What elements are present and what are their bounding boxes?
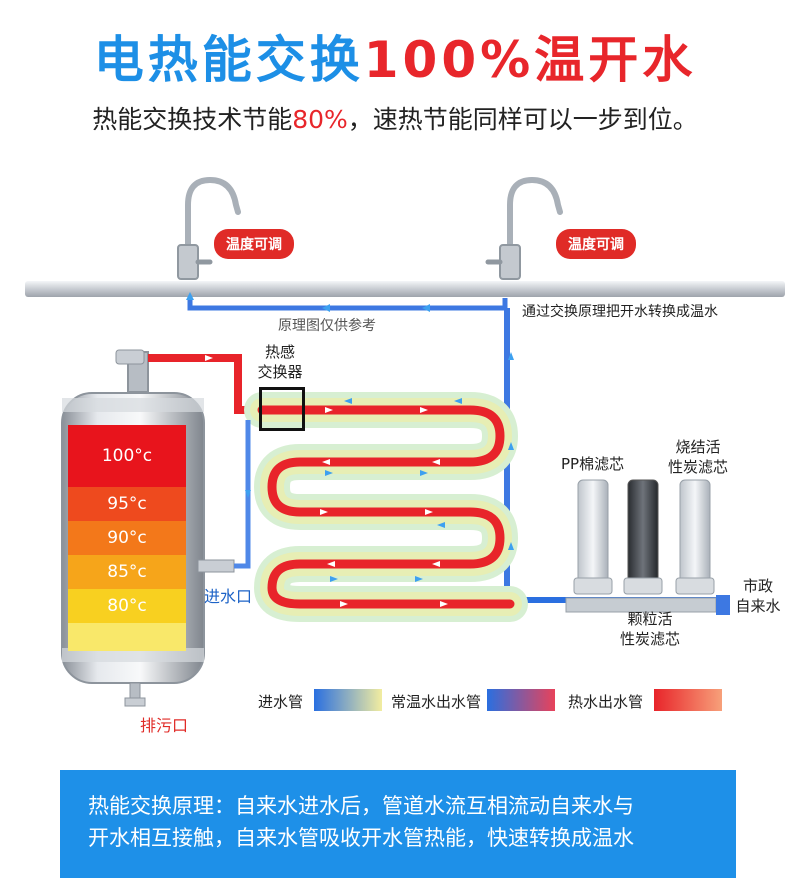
inlet-pipe-to-tank [234,420,251,569]
headline: 电热能交换100%温开水 [0,20,790,92]
legend-inlet-bar [314,689,382,711]
tank-temp-80: 80°c [107,596,147,616]
faucet-left-icon [177,176,241,280]
subheadline: 热能交换技术节能80%，速热节能同样可以一步到位。 [0,100,790,136]
subheadline-after: ，速热节能同样可以一步到位。 [347,105,698,134]
flow-arrows [205,355,448,607]
heat-exchanger-frame [259,387,305,431]
serpentine-heat-exchanger [244,392,528,622]
tank-temp-95: 95°c [107,494,147,514]
reference-note: 原理图仅供参考 [278,318,376,334]
tank-temp-85: 85°c [107,562,147,582]
faucet-right-icon [485,176,563,280]
inlet-flow-arrows [186,292,514,582]
filter-unit [565,479,730,615]
warm-outlet-pipe [187,298,508,311]
legend-inlet-label: 进水管 [258,693,304,711]
pp-filter-label: PP棉滤芯 [561,455,625,473]
principle-description-box: 热能交换原理：自来水进水后，管道水流互相流动自来水与 开水相互接触，自来水管吸收… [60,770,736,878]
temperature-adjustable-badge-right: 温度可调 [556,229,636,259]
principle-line-2: 开水相互接触，自来水管吸收开水管热能，快速转换成温水 [88,826,634,850]
subheadline-before: 热能交换技术节能 [92,105,293,134]
sintered-carbon-filter-label: 烧结活 性炭滤芯 [667,438,728,476]
legend-hot-bar [654,689,722,711]
headline-part1: 电热能交换 [93,31,364,89]
tank-temp-100: 100°c [101,446,153,466]
headline-part2: 100%温开水 [363,31,697,89]
principle-line-1: 热能交换原理：自来水进水后，管道水流互相流动自来水与 [88,794,634,818]
water-inlet-label: 进水口 [204,587,253,606]
subheadline-highlight: 80% [292,105,348,134]
tank-temp-90: 90°c [107,528,147,548]
municipal-water-label: 市政 自来水 [735,577,781,615]
heat-exchanger-label: 热感 交换器 [257,343,303,381]
legend-hot-label: 热水出水管 [568,693,644,711]
tank-temperature-bands [68,425,186,651]
counter-bar [25,281,785,297]
legend-warm-label: 常温水出水管 [391,693,482,711]
drain-label: 排污口 [140,716,189,735]
exchange-principle-label: 通过交换原理把开水转换成温水 [522,304,718,320]
temperature-adjustable-badge-left: 温度可调 [214,229,294,259]
granular-carbon-filter-label: 颗粒活 性炭滤芯 [619,610,680,648]
legend-warm-bar [487,689,555,711]
